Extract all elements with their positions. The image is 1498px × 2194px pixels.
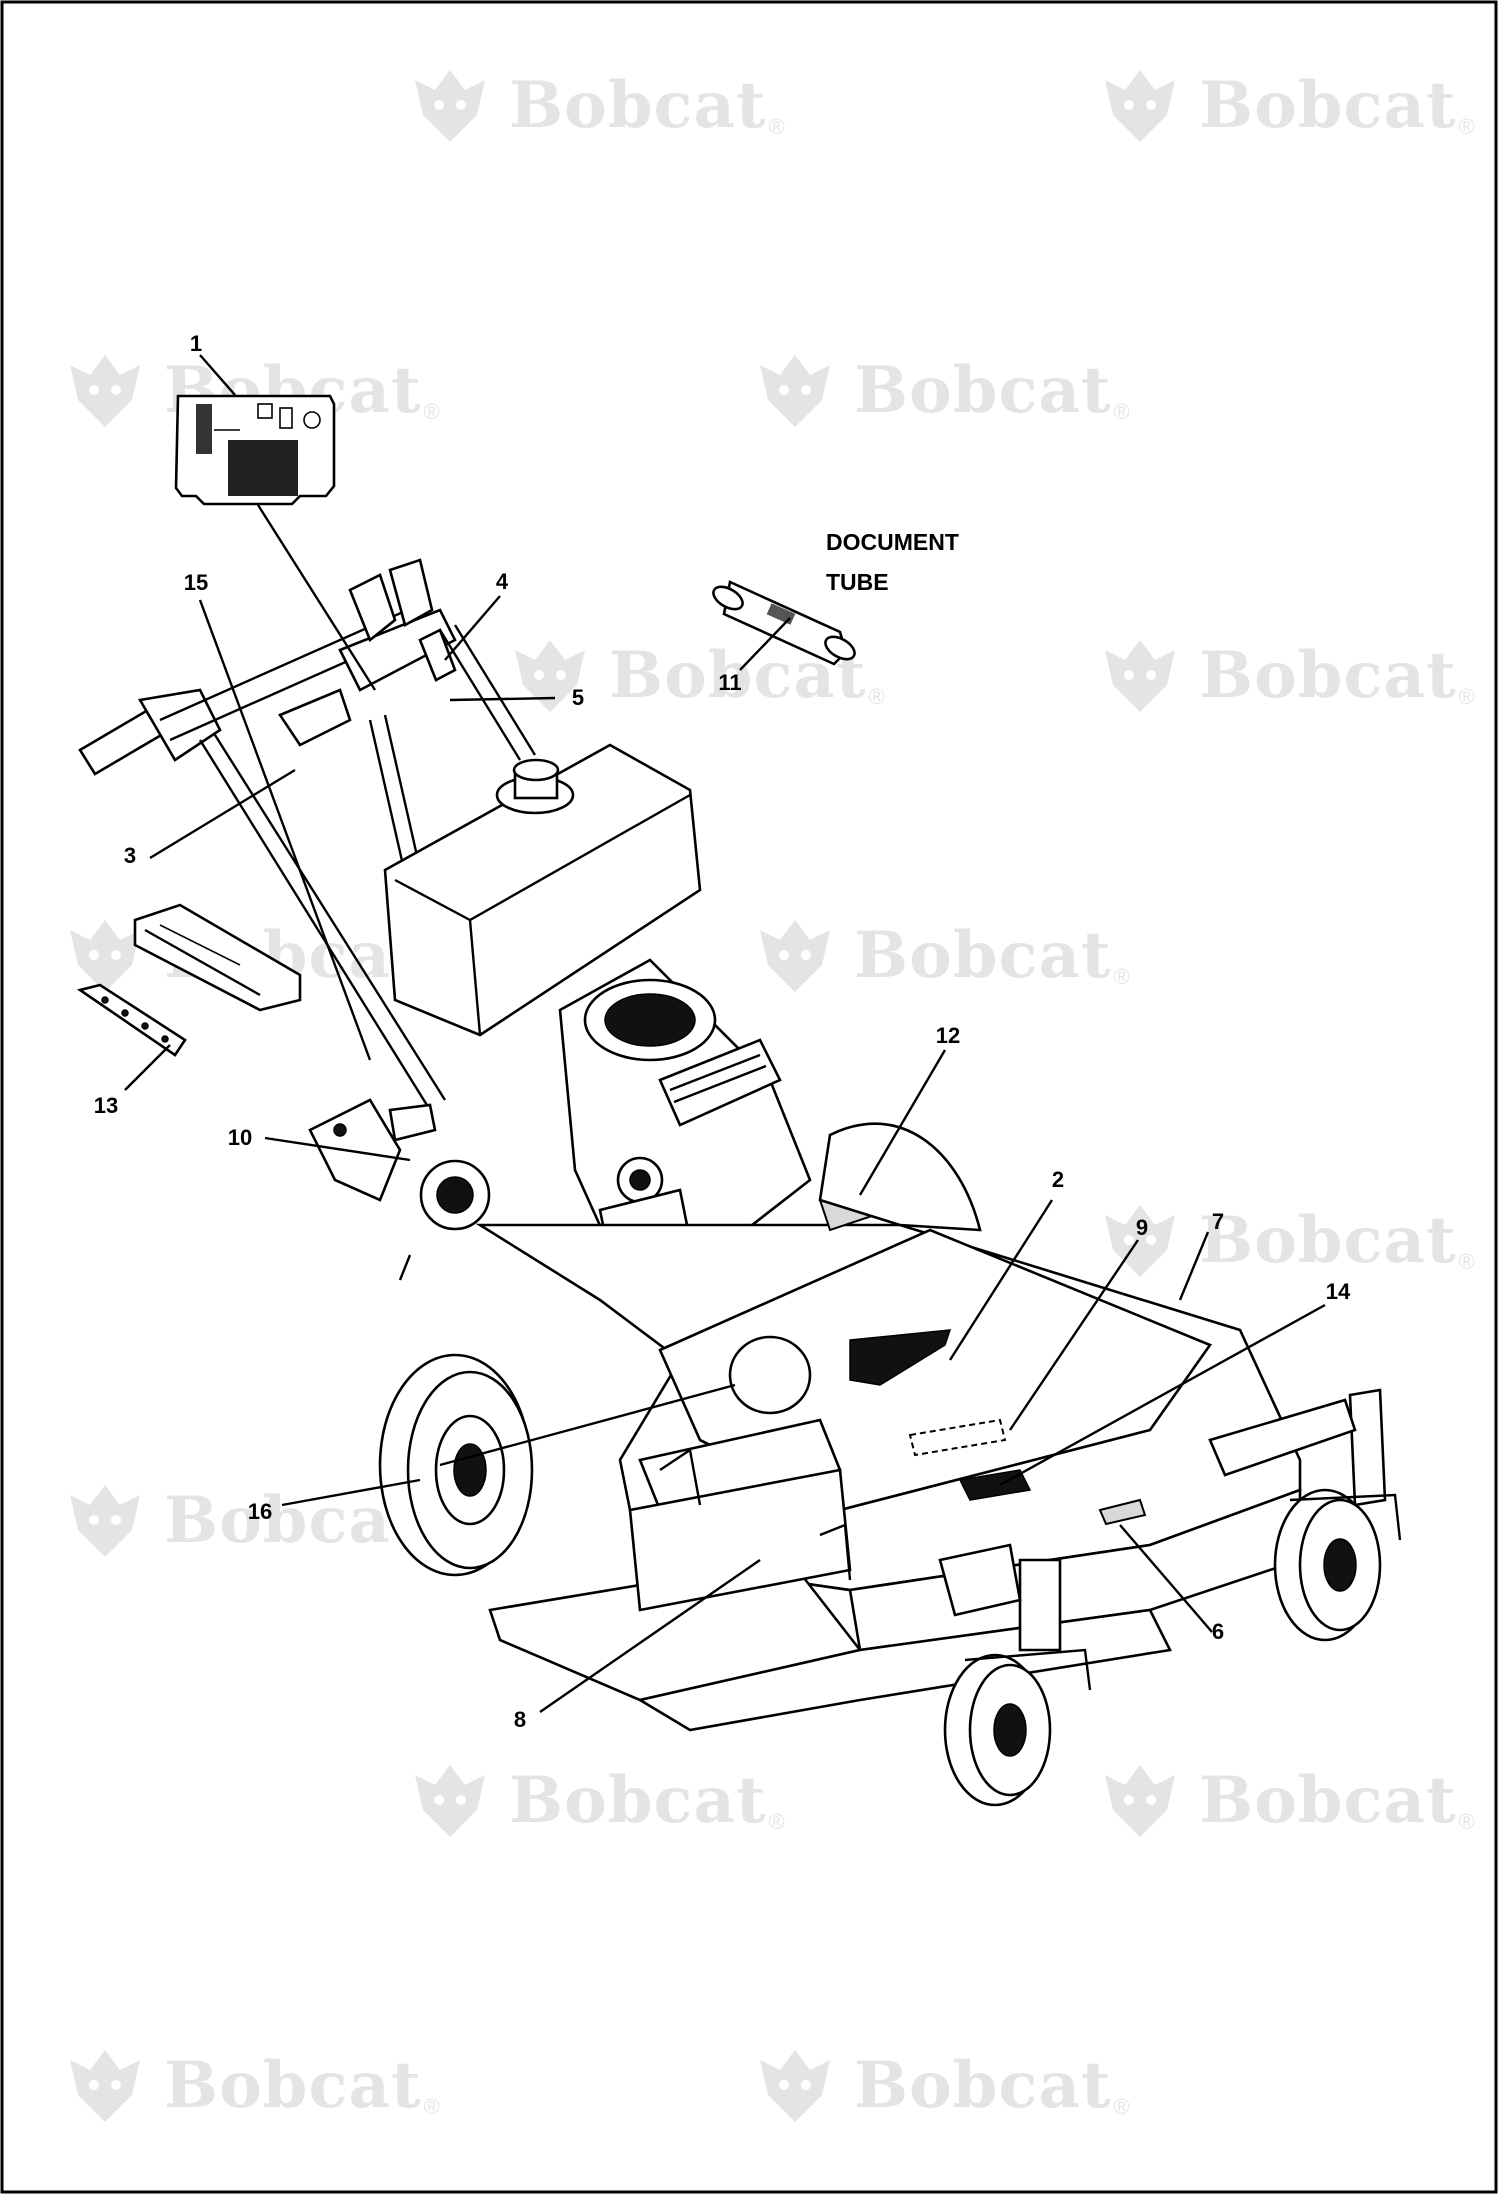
decal-1-panel	[174, 394, 336, 506]
callout-16: 16	[247, 1499, 273, 1524]
callout-15: 15	[183, 570, 209, 595]
leader-lines	[124, 354, 1326, 1713]
callout-9: 9	[1135, 1215, 1149, 1240]
rear-wheel	[818, 1122, 982, 1232]
left-drive-wheel	[378, 1353, 534, 1577]
callout-2: 2	[1051, 1167, 1065, 1192]
part-13-bracket	[76, 903, 302, 1057]
callout-14: 14	[1325, 1279, 1351, 1304]
document-tube-label-line2: TUBE	[826, 569, 889, 595]
callout-4: 4	[495, 569, 509, 594]
document-tube-label: DOCUMENT TUBE	[826, 522, 959, 602]
belt-shield	[308, 1098, 491, 1281]
front-caster-right	[1208, 1388, 1402, 1642]
callout-8: 8	[513, 1707, 527, 1732]
callout-5: 5	[571, 685, 585, 710]
document-tube-label-line1: DOCUMENT	[826, 529, 959, 555]
callout-10: 10	[227, 1125, 253, 1150]
callout-12: 12	[935, 1023, 961, 1048]
engine	[558, 958, 812, 1272]
mower-deck	[475, 1178, 1302, 1732]
callout-13: 13	[93, 1093, 119, 1118]
callout-7: 7	[1211, 1209, 1225, 1234]
front-bumper	[628, 1447, 852, 1612]
front-caster-left	[938, 1543, 1092, 1807]
fuel-tank	[383, 743, 702, 1037]
callout-1: 1	[189, 331, 203, 356]
callout-11: 11	[718, 670, 742, 695]
callout-3: 3	[123, 843, 137, 868]
callout-6: 6	[1211, 1619, 1225, 1644]
